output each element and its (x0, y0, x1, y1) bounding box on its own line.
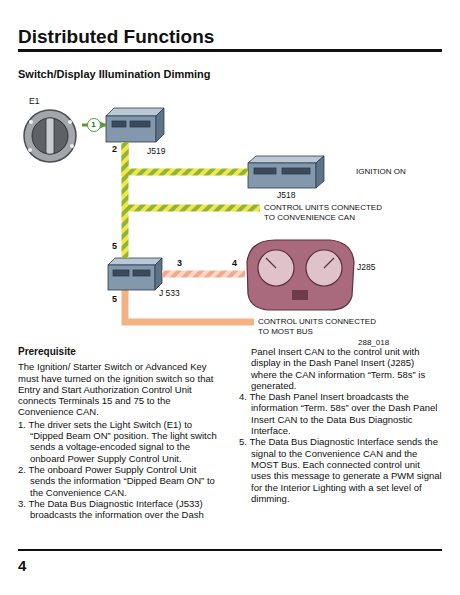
control-module-j519 (106, 108, 164, 142)
callout-number: 4 (230, 258, 239, 268)
part-label: E1 (28, 96, 40, 106)
section-heading: Prerequisite (18, 346, 221, 357)
part-label: J519 (146, 146, 166, 156)
callout-number: 2 (110, 144, 119, 154)
page-title: Distributed Functions (18, 26, 214, 48)
subtitle: Switch/Display Illumination Dimming (18, 68, 211, 80)
page-number: 4 (18, 557, 26, 574)
body-paragraph: The Ignition/ Starter Switch or Advanced… (18, 361, 221, 417)
bottom-rule (18, 549, 442, 551)
bus-connector (122, 142, 129, 258)
control-module-j533 (108, 258, 162, 290)
figure-number: 288_018 (358, 338, 389, 348)
control-module-j518 (248, 156, 324, 188)
callout-circle: 1 (87, 118, 101, 132)
callout-number: 5 (110, 294, 119, 304)
callout-number: 5 (110, 241, 119, 251)
bus-connector (162, 271, 245, 278)
component-node: E1 (18, 96, 82, 164)
component-node: J285 (245, 238, 355, 310)
light-switch-knob (24, 110, 76, 162)
part-label: J285 (356, 262, 376, 272)
callout-number: 3 (175, 258, 184, 268)
numbered-step: 2. The onboard Power Supply Control Unit… (18, 464, 221, 498)
convenience-can-branch (125, 205, 260, 212)
bus-note: CONTROL UNITS CONNECTED TO CONVENIENCE C… (264, 203, 386, 222)
numbered-step: 1. The driver sets the Light Switch (E1)… (18, 419, 221, 464)
component-node: J518 (248, 156, 324, 188)
dash-panel-insert-illustration (247, 240, 354, 310)
signal-note: IGNITION ON (356, 167, 406, 177)
numbered-step: 4. The Dash Panel Insert broadcasts the … (239, 391, 442, 436)
numbered-step: 5. The Data Bus Diagnostic Interface sen… (239, 436, 442, 504)
part-label: J 533 (158, 288, 181, 298)
text-columns: PrerequisiteThe Ignition/ Starter Switch… (18, 346, 442, 520)
part-label: J518 (276, 190, 296, 200)
bus-connector (125, 142, 248, 172)
component-node: J 533 (108, 258, 162, 290)
top-rule (18, 49, 442, 52)
component-node: J519 (106, 108, 164, 142)
bus-note: CONTROL UNITS CONNECTED TO MOST BUS (258, 317, 380, 336)
most-bus-wire (125, 290, 254, 322)
